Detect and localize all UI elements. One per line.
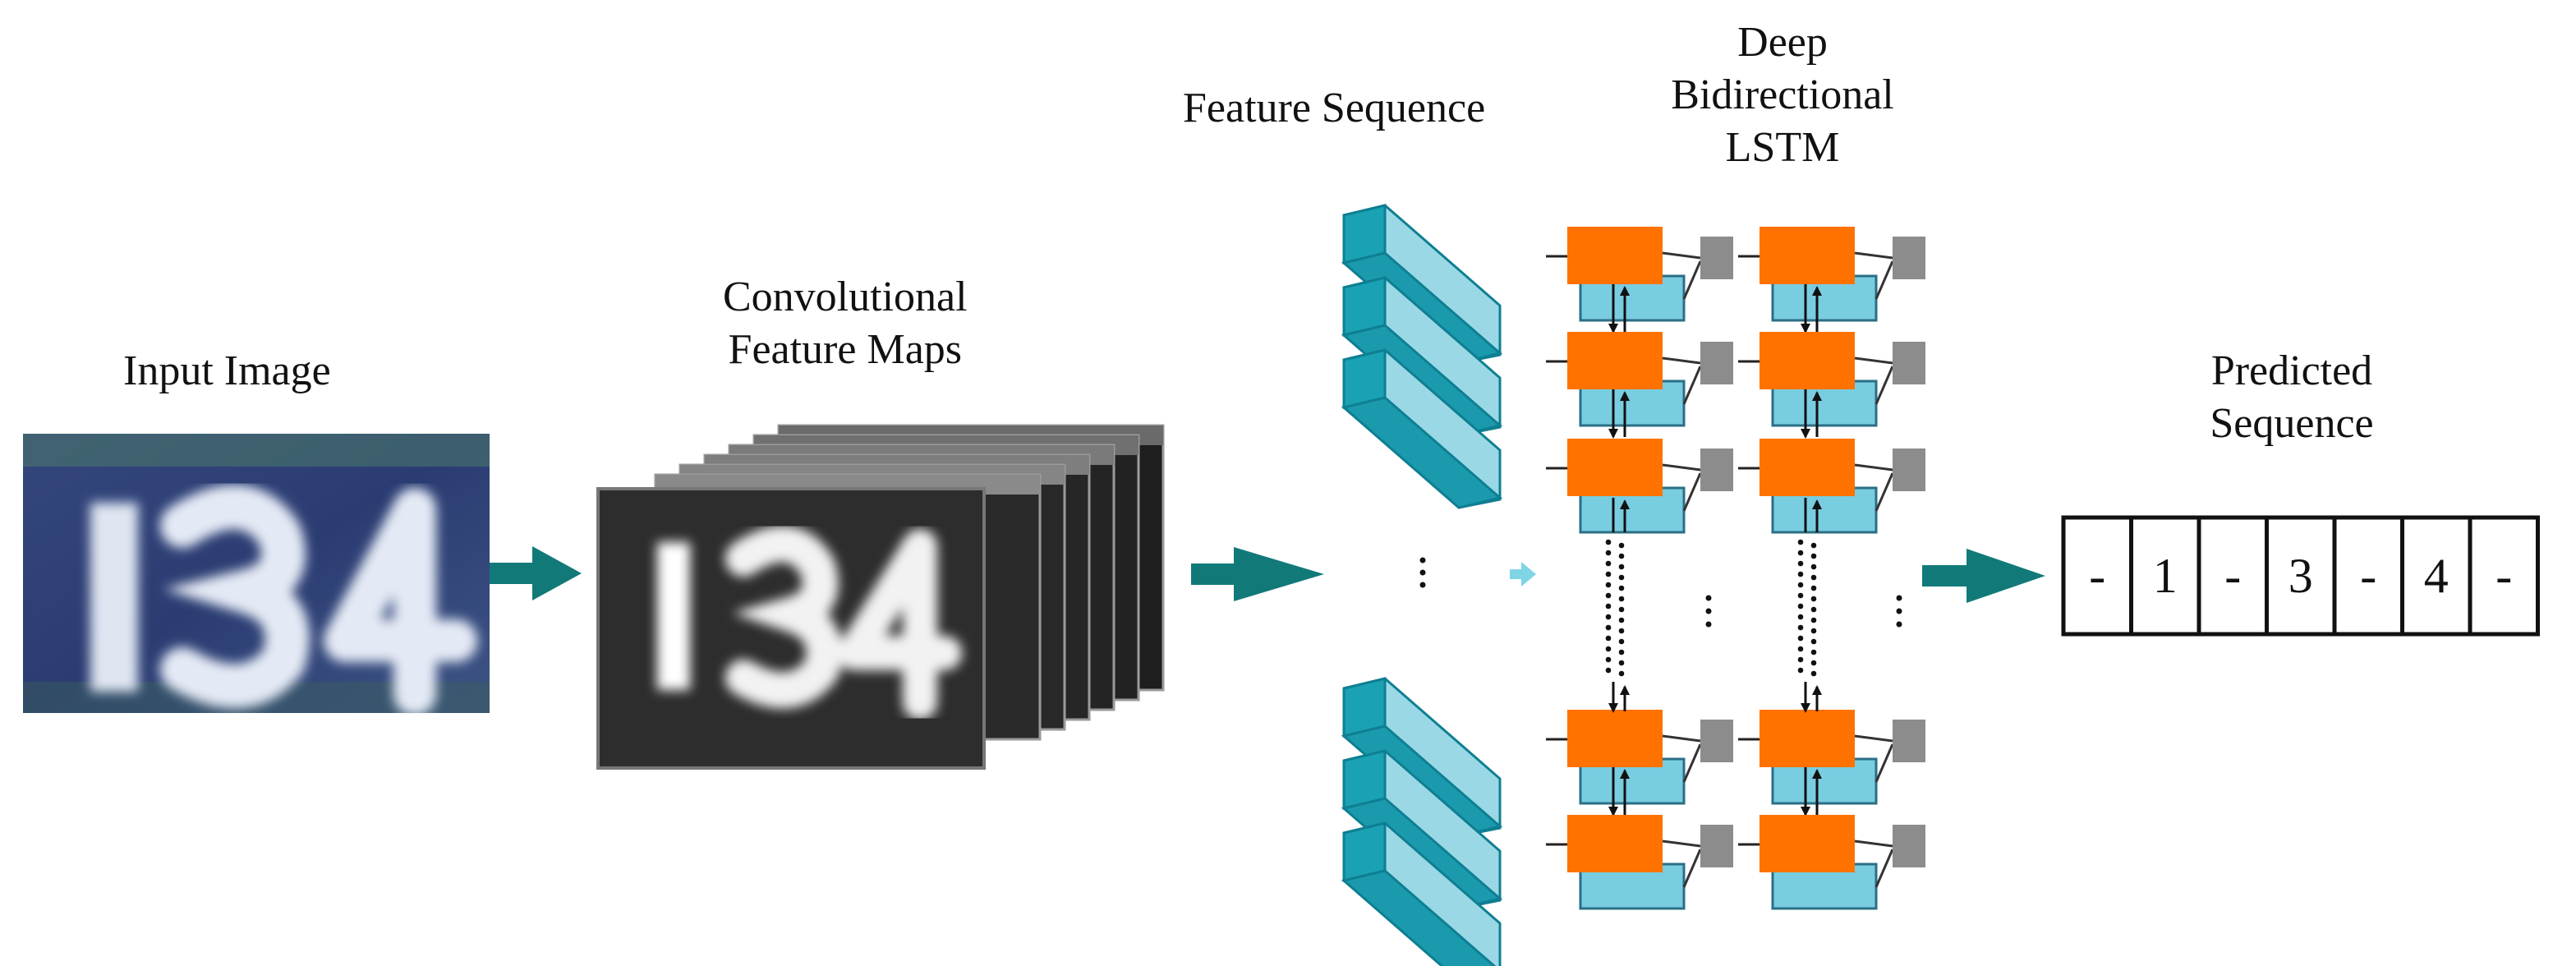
input-digit-3 bbox=[160, 485, 310, 709]
lstm-output-node bbox=[1700, 237, 1733, 279]
feature-bar bbox=[1341, 821, 1502, 966]
predicted-sequence-cell: - bbox=[2224, 549, 2241, 603]
input-image-digits bbox=[90, 485, 477, 715]
input-image-label: Input Image bbox=[123, 345, 331, 398]
predicted-sequence-label: Predicted Sequence bbox=[2169, 345, 2415, 450]
lstm-cell bbox=[1546, 332, 1733, 439]
predicted-sequence-cell: 3 bbox=[2288, 549, 2313, 603]
lstm-column-ellipsis bbox=[1705, 595, 1712, 628]
lstm-cell bbox=[1738, 710, 1925, 816]
conv-label-line2: Feature Maps bbox=[728, 326, 963, 373]
predicted-sequence-cell: 4 bbox=[2424, 549, 2449, 603]
lstm-output-node bbox=[1700, 448, 1733, 491]
arrow-conv-to-sequence bbox=[1191, 547, 1324, 601]
lstm-output-node bbox=[1700, 342, 1733, 384]
feature-sequence-label: Feature Sequence bbox=[1183, 82, 1485, 135]
input-image-top-band bbox=[23, 434, 490, 467]
lstm-cell bbox=[1546, 710, 1733, 816]
lstm-vertical-dots bbox=[1605, 498, 1630, 713]
lstm-column-ellipsis bbox=[1896, 595, 1902, 628]
lstm-output-node bbox=[1893, 448, 1925, 491]
lstm-cell bbox=[1546, 439, 1733, 534]
pred-label-line1: Predicted bbox=[2210, 347, 2373, 394]
lstm-output-node bbox=[1700, 720, 1733, 762]
lstm-output-node bbox=[1893, 342, 1925, 384]
feature-digit-3 bbox=[725, 526, 843, 709]
lstm-cell bbox=[1546, 227, 1733, 334]
predicted-sequence: -1-3-4- bbox=[2061, 515, 2540, 637]
lstm-label: Deep Bidirectional LSTM bbox=[1643, 16, 1922, 174]
feature-map-front bbox=[596, 487, 986, 770]
input-digit-1 bbox=[90, 503, 138, 692]
lstm-cell bbox=[1546, 815, 1733, 910]
conv-feature-maps-label: Convolutional Feature Maps bbox=[723, 271, 968, 376]
feature-sequence-bars bbox=[1341, 204, 1503, 966]
lstm-cell bbox=[1738, 439, 1925, 534]
predicted-sequence-cell: - bbox=[2496, 549, 2512, 603]
predicted-sequence-cell: - bbox=[2360, 549, 2376, 603]
input-image-label-text: Input Image bbox=[123, 347, 331, 394]
predicted-sequence-frame bbox=[2061, 515, 2540, 637]
pred-label-line2: Sequence bbox=[2210, 400, 2374, 447]
lstm-label-line2: Bidirectional bbox=[1671, 71, 1894, 118]
lstm-label-line3: LSTM bbox=[1725, 124, 1840, 171]
input-digit-4 bbox=[324, 488, 477, 715]
arrow-lstm-to-prediction bbox=[1922, 549, 2045, 603]
predicted-sequence-cell: - bbox=[2089, 549, 2105, 603]
lstm-vertical-dots bbox=[1797, 498, 1822, 713]
arrow-input-to-conv bbox=[490, 546, 582, 600]
bidirectional-lstm bbox=[1546, 227, 1925, 910]
lstm-label-line1: Deep bbox=[1737, 19, 1828, 66]
lstm-output-node bbox=[1893, 237, 1925, 279]
lstm-cell bbox=[1738, 332, 1925, 439]
feature-sequence-label-text: Feature Sequence bbox=[1183, 85, 1486, 131]
feature-digit-4 bbox=[837, 529, 962, 720]
input-image bbox=[23, 434, 490, 715]
conv-label-line1: Convolutional bbox=[723, 274, 968, 320]
small-cyan-arrow bbox=[1510, 562, 1536, 586]
feature-digit-1 bbox=[657, 542, 690, 690]
lstm-output-node bbox=[1893, 825, 1925, 867]
conv-feature-maps bbox=[596, 424, 1165, 770]
predicted-sequence-cell: 1 bbox=[2153, 549, 2178, 603]
feature-bar bbox=[1341, 348, 1503, 509]
lstm-output-node bbox=[1893, 720, 1925, 762]
lstm-output-node bbox=[1700, 825, 1733, 867]
lstm-cell bbox=[1738, 815, 1925, 910]
feature-map-digits bbox=[657, 526, 962, 720]
sequence-ellipsis bbox=[1419, 557, 1426, 588]
lstm-cell bbox=[1738, 227, 1925, 334]
